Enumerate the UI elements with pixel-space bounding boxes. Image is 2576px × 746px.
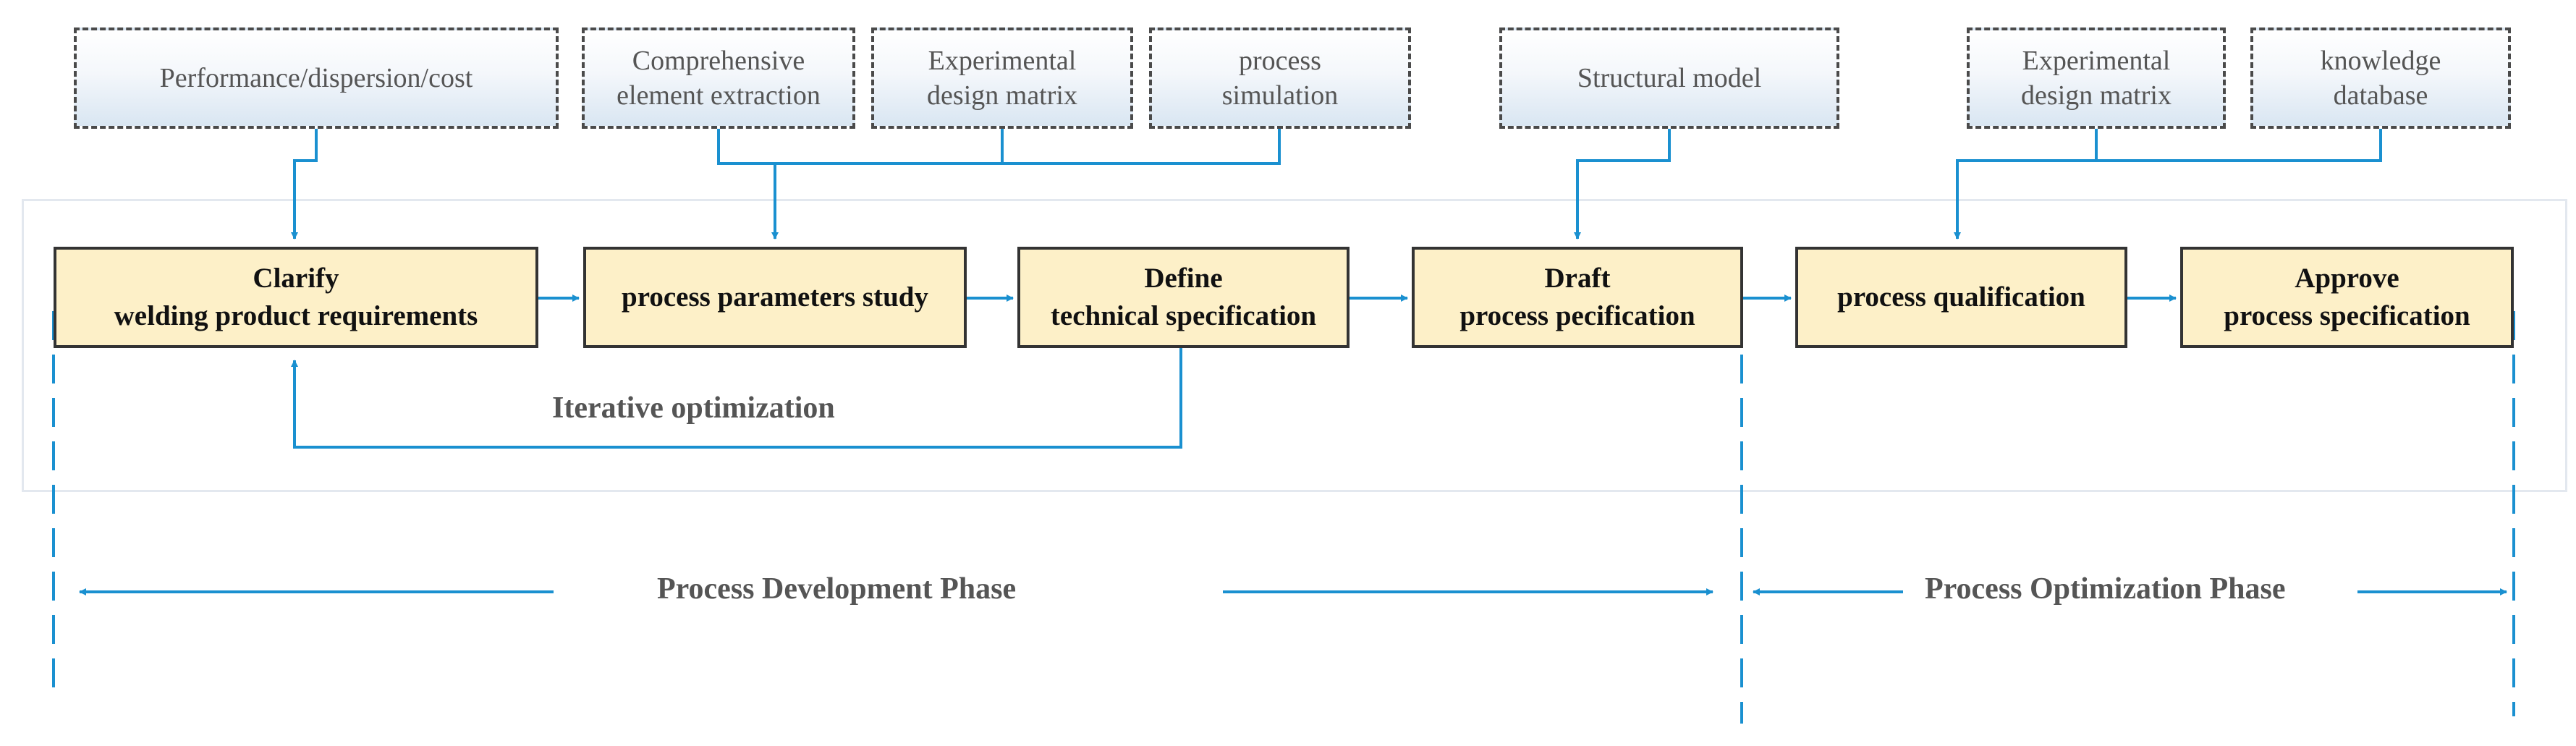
label-optimization-phase: Process Optimization Phase <box>1925 572 2286 606</box>
input-experimental-design-matrix-2: Experimental design matrix <box>1967 27 2226 129</box>
label-development-phase: Process Development Phase <box>657 572 1017 606</box>
connector-inputs-bus-2 <box>2095 129 2382 162</box>
connector-struct-to-draft <box>1574 129 1671 240</box>
step-process-qualification: process qualification <box>1795 247 2127 348</box>
input-process-simulation: process simulation <box>1149 27 1411 129</box>
step-draft-process-specification: Draft process pecification <box>1412 247 1743 348</box>
connector-perf-to-clarify <box>291 129 318 240</box>
connector-inputs-bus <box>717 129 1281 165</box>
step-process-parameters-study: process parameters study <box>583 247 967 348</box>
step-clarify-requirements: Clarify welding product requirements <box>54 247 538 348</box>
arrow-iterative-loop <box>291 348 1182 449</box>
input-experimental-design-matrix: Experimental design matrix <box>871 27 1133 129</box>
input-comprehensive-element-extraction: Comprehensive element extraction <box>582 27 855 129</box>
step-approve-process-specification: Approve process specification <box>2180 247 2514 348</box>
input-structural-model: Structural model <box>1499 27 1839 129</box>
input-knowledge-database: knowledge database <box>2250 27 2511 129</box>
step-define-technical-specification: Define technical specification <box>1017 247 1350 348</box>
connector-bus-to-qualify <box>1954 159 2096 240</box>
input-performance-dispersion-cost: Performance/dispersion/cost <box>74 27 559 129</box>
label-iterative-optimization: Iterative optimization <box>552 391 835 425</box>
